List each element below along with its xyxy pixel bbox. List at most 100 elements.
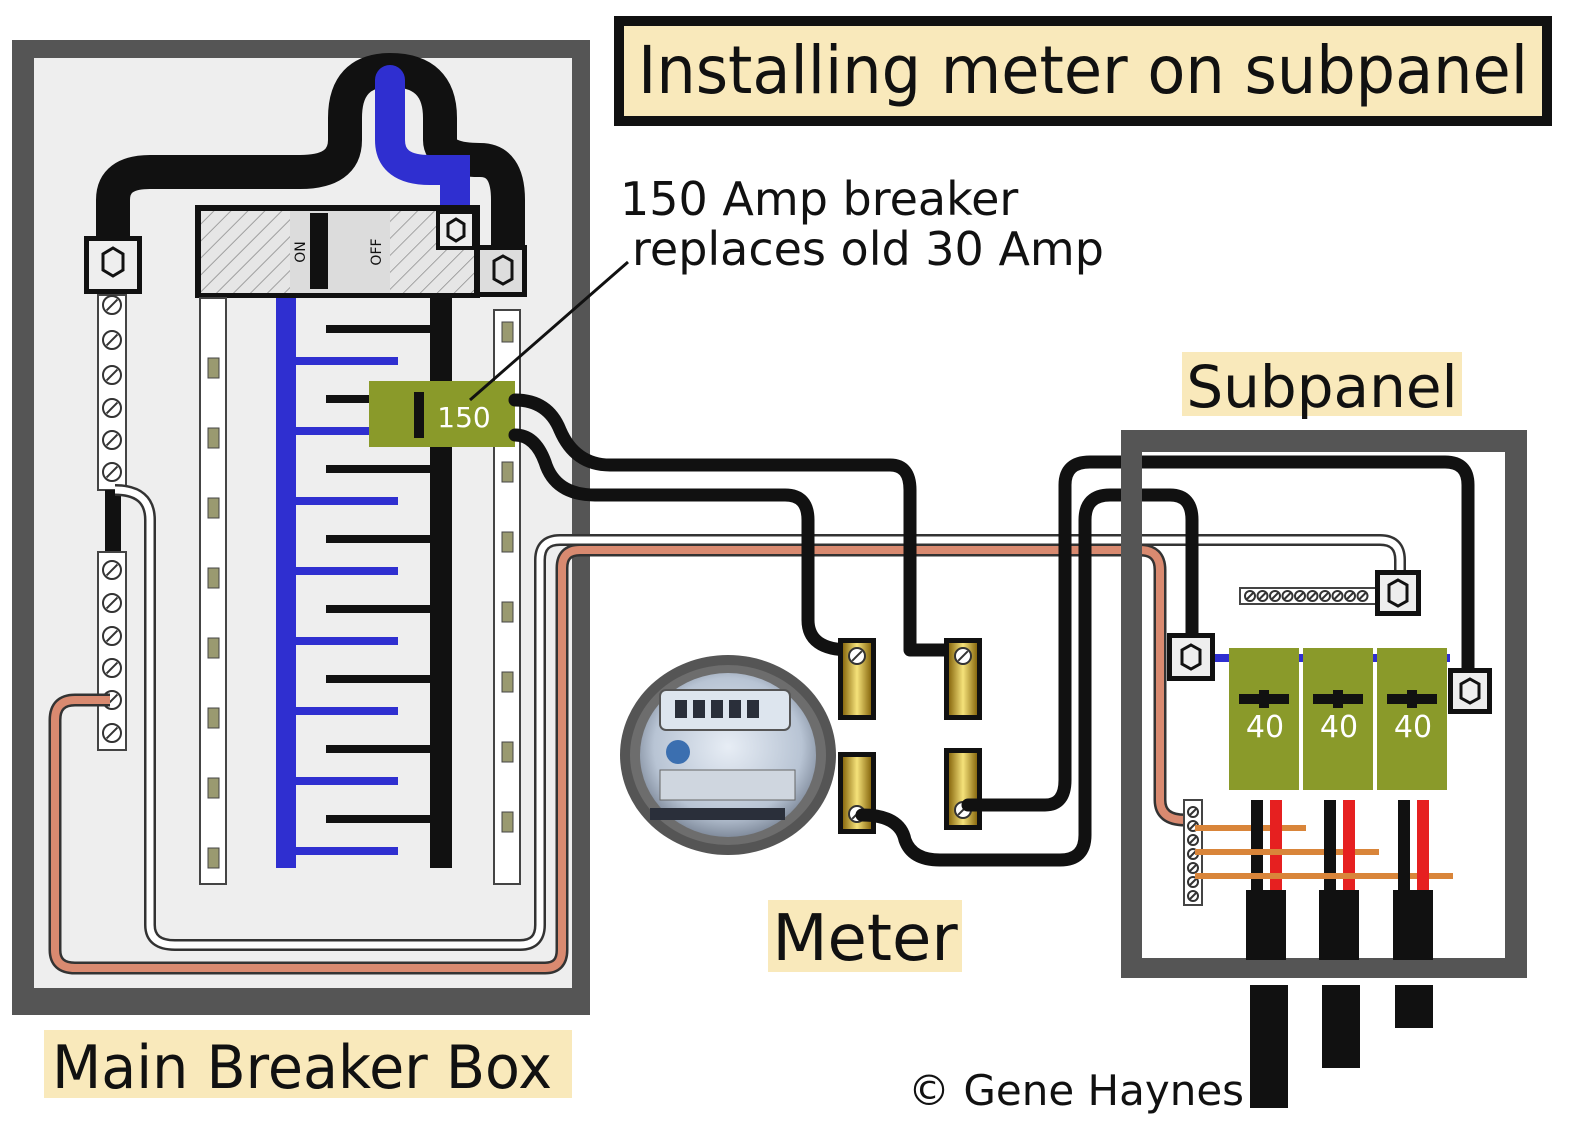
subpanel-breaker-1: 40 (1229, 648, 1299, 790)
meter-jaw (838, 638, 876, 720)
subpanel-branch-cables (1195, 800, 1453, 1108)
rail-tab (207, 427, 220, 449)
main-breaker-on-label: ON (293, 241, 309, 263)
rail-tab (501, 741, 514, 763)
lug-screw-icon (492, 254, 514, 286)
breaker-150-amp: 150 (369, 381, 515, 447)
screw-icon (848, 647, 866, 665)
cable-sheath (1246, 890, 1286, 960)
bus-finger-black (326, 325, 434, 333)
meter-label: Meter (768, 900, 962, 976)
copyright-text: © Gene Haynes (908, 1066, 1244, 1115)
screw-icon (1187, 862, 1199, 874)
lug-screw-icon (446, 217, 466, 243)
lug-screw-icon (101, 246, 125, 278)
meter-jaw (944, 638, 982, 720)
rail-tab (501, 531, 514, 553)
rail-tab (207, 777, 220, 799)
screw-icon (102, 593, 122, 613)
bus-finger-black (326, 675, 434, 683)
subpanel-breaker-2: 40 (1303, 648, 1373, 790)
screw-icon (102, 330, 122, 350)
breaker-150-label: 150 (437, 401, 490, 434)
bus-finger-black (326, 465, 434, 473)
rail-tab (501, 321, 514, 343)
ground-conductor (1195, 849, 1379, 855)
screw-icon (1187, 834, 1199, 846)
neutral-screws (102, 295, 122, 743)
bus-fingers (294, 325, 434, 855)
rail-tab (207, 637, 220, 659)
subpanel-breaker-label: 40 (1394, 710, 1432, 745)
rail-tab (207, 497, 220, 519)
bus-finger-black (326, 745, 434, 753)
bus-finger-blue (294, 357, 398, 365)
callout-line-1: 150 Amp breaker (620, 172, 1018, 226)
screw-icon (102, 430, 122, 450)
screw-icon (102, 295, 122, 315)
bus-finger-black (326, 535, 434, 543)
screw-icon (102, 626, 122, 646)
screw-icon (102, 398, 122, 418)
rail-tab (207, 567, 220, 589)
callout-leader-line (469, 260, 629, 402)
cable-sheath-out (1250, 985, 1288, 1108)
title-box: Installing meter on subpanel (614, 16, 1552, 126)
subpanel-label: Subpanel (1182, 352, 1462, 421)
ground-conductor (1195, 825, 1306, 831)
screw-icon (1356, 590, 1369, 602)
bus-finger-blue (294, 567, 398, 575)
subpanel-breakers: 40 40 40 (1229, 648, 1447, 790)
lug-screw-icon (1180, 643, 1202, 671)
main-lugs (84, 210, 514, 294)
rail-tab (501, 461, 514, 483)
main-box-loop-wires (48, 484, 1406, 975)
screw-icon (1256, 590, 1269, 602)
meter-logo-icon (666, 740, 690, 764)
screw-icon (1344, 590, 1356, 602)
screw-icon (1281, 590, 1294, 602)
ground-conductor (1195, 873, 1453, 879)
bus-finger-blue (294, 497, 398, 505)
cable-sheath-out (1395, 985, 1433, 1028)
meter-label-text: Meter (772, 902, 958, 976)
main-breaker-off-label: OFF (369, 238, 385, 265)
screw-icon (1306, 590, 1319, 602)
meter-feed-wires (508, 393, 962, 657)
red-conductor (1417, 800, 1429, 900)
meter-base-jaws (838, 638, 982, 834)
bus-finger-blue (294, 707, 398, 715)
electric-meter (620, 655, 836, 855)
screw-icon (954, 647, 972, 665)
service-entrance-wires (96, 52, 525, 267)
bus-finger-black (326, 605, 434, 613)
branch-cable-1 (1195, 800, 1306, 1108)
rail-tabs (207, 321, 514, 869)
black-conductor (1324, 800, 1336, 900)
cable-sheath (1393, 890, 1433, 960)
meter-dials-icon (675, 700, 759, 718)
rail-tab (501, 671, 514, 693)
screw-icon (102, 462, 122, 482)
bus-finger-blue (294, 847, 398, 855)
screw-icon (1187, 890, 1199, 902)
screw-icon (1294, 590, 1306, 602)
branch-cable-3 (1195, 800, 1453, 1028)
subpanel-breaker-label: 40 (1320, 710, 1358, 745)
screw-icon (1319, 590, 1331, 602)
screw-icon (102, 365, 122, 385)
meter-jaw (944, 748, 982, 830)
rail-tab (501, 601, 514, 623)
screw-icon (1244, 590, 1256, 602)
screw-icon (1331, 590, 1344, 602)
main-breaker-box-label-text: Main Breaker Box (52, 1033, 552, 1103)
subpanel-feed-wires (855, 455, 1475, 867)
bus-finger-blue (294, 637, 398, 645)
main-breaker-box-label: Main Breaker Box (44, 1030, 572, 1103)
rail-tab (207, 357, 220, 379)
rail-tab (501, 811, 514, 833)
main-breaker-handle[interactable] (310, 213, 328, 289)
diagram-title: Installing meter on subpanel (638, 32, 1528, 109)
callout-line-2: replaces old 30 Amp (632, 222, 1104, 276)
